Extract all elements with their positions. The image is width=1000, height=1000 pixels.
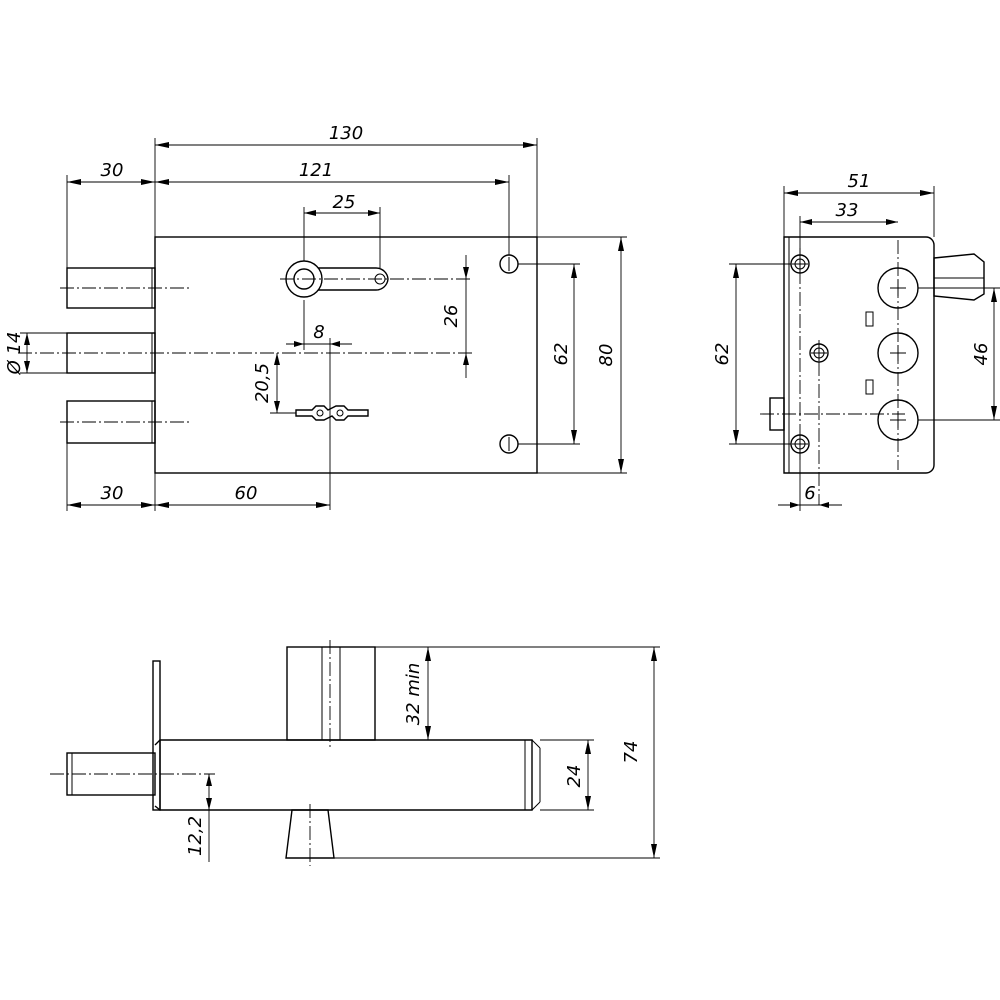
lock-body-bottom <box>159 739 533 811</box>
dim-46-label: 46 <box>971 343 992 366</box>
dim-130-label: 130 <box>329 123 363 144</box>
dimension-62-side: 62 <box>712 263 791 445</box>
dimension-46: 46 <box>918 287 1000 421</box>
dim-51-label: 51 <box>848 171 871 192</box>
dim-60-label: 60 <box>235 483 258 504</box>
dim-121-label: 121 <box>299 160 333 181</box>
dim-20-5-label: 20,5 <box>252 363 273 403</box>
dimension-24: 24 <box>540 739 594 811</box>
dimension-20-5: 20,5 <box>252 353 296 414</box>
screw-holes-side <box>790 248 829 505</box>
dim-62-side-label: 62 <box>712 343 733 366</box>
faceplate-bottom <box>152 660 161 811</box>
bolts-front <box>60 267 192 444</box>
dimension-130: 130 <box>154 123 538 237</box>
dimension-26: 26 <box>441 255 469 378</box>
side-view: 51 33 62 46 <box>712 171 1000 511</box>
slot-lower <box>865 379 874 395</box>
dimension-51: 51 <box>783 171 935 237</box>
dim-25-label: 25 <box>333 192 356 213</box>
dimension-74: 74 <box>334 647 660 859</box>
dimension-62-front: 62 <box>518 263 580 445</box>
front-view: 130 121 30 25 <box>4 123 627 511</box>
dimension-80: 80 <box>537 236 627 474</box>
dim-26-label: 26 <box>441 305 462 328</box>
key-lever <box>295 405 369 421</box>
dimension-121: 121 <box>155 160 510 255</box>
bolt-holes-side <box>877 240 919 470</box>
dim-32min-label: 32 min <box>403 663 424 726</box>
dimension-6: 6 <box>778 453 842 511</box>
dimension-12-2: 12,2 <box>160 774 215 862</box>
latch-side <box>933 253 985 301</box>
dim-12-2-label: 12,2 <box>185 816 206 856</box>
dimension-30-bottom: 30 <box>66 443 156 511</box>
dim-24-label: 24 <box>564 765 585 788</box>
dimension-dia14: Ø 14 <box>4 332 67 376</box>
bottom-view: 32 min 24 74 12,2 <box>50 640 660 866</box>
dimension-33: 33 <box>799 200 898 255</box>
dim-62-front-label: 62 <box>551 343 572 366</box>
dim-30-bottom-label: 30 <box>101 483 124 504</box>
dim-33-label: 33 <box>836 200 859 221</box>
dimension-30-top: 30 <box>66 160 155 268</box>
cylinder-housing <box>286 640 376 750</box>
dim-8-label: 8 <box>313 322 324 343</box>
mounting-holes-front <box>499 254 519 454</box>
faceplate-side <box>783 236 935 474</box>
dim-6-label: 6 <box>804 483 815 504</box>
dim-80-label: 80 <box>596 344 617 367</box>
dimension-32min: 32 min <box>375 646 660 740</box>
dim-dia14-label: Ø 14 <box>4 332 25 376</box>
dimension-25: 25 <box>303 192 381 268</box>
lock-body-front <box>154 236 538 474</box>
dim-74-label: 74 <box>621 741 642 764</box>
dimension-60: 60 <box>155 483 330 508</box>
dimension-8: 8 <box>286 300 352 510</box>
dim-30-top-label: 30 <box>101 160 124 181</box>
cylinder-hole <box>280 260 470 298</box>
slot-upper <box>865 311 874 327</box>
